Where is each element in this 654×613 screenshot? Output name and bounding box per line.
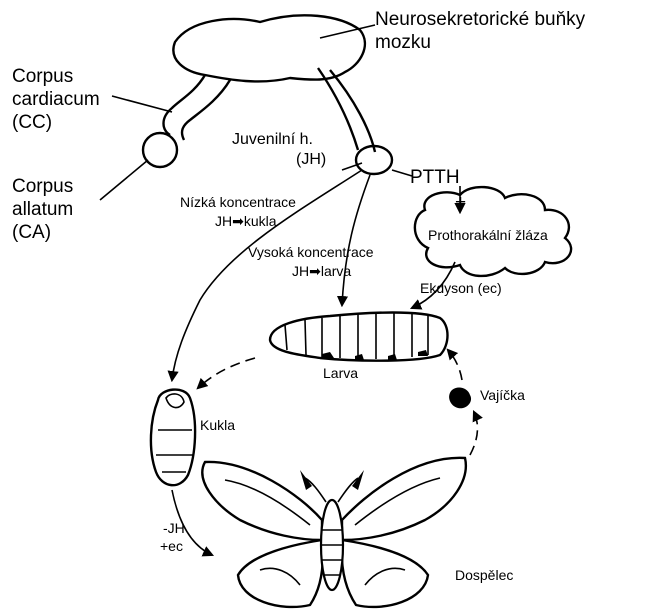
corpus-allatum-shape: [143, 133, 177, 167]
high-concentration-label: Vysoká koncentrace JH➡larva: [248, 244, 377, 279]
ecdysone-label: Ekdyson (ec): [420, 280, 502, 296]
eggs-shape: [449, 388, 471, 409]
pointer-brain: [320, 25, 375, 38]
pointer-ptth: [392, 170, 412, 176]
arrow-larva-to-pupa: [198, 358, 255, 388]
pointer-ca: [100, 160, 148, 200]
ptth-label: PTTH: [410, 167, 460, 188]
ca-label: Corpus allatum (CA): [12, 176, 79, 243]
pupa-label: Kukla: [200, 417, 235, 433]
adult-label: Dospělec: [455, 567, 513, 583]
jh-label: Juvenilní h. (JH): [232, 131, 326, 168]
brain-shape: [173, 15, 365, 81]
pointer-cc: [112, 96, 172, 112]
gland-label: Prothorakální žláza: [428, 227, 548, 243]
plus-sign: +: [455, 192, 466, 213]
pupa-shape: [151, 390, 195, 486]
brain-cells-label: Neurosekretorické buňky mozku: [375, 9, 590, 53]
larva-shape: [270, 313, 448, 361]
arrow-eggs-to-larva: [448, 350, 462, 380]
arrow-adult-to-eggs: [470, 412, 477, 455]
jh-gland-stalk-inner: [330, 70, 375, 152]
cc-inner-outline: [182, 80, 230, 140]
arrow-high-jh-to-larva: [342, 175, 370, 305]
adult-moth-shape: [202, 458, 465, 607]
eggs-label: Vajíčka: [480, 387, 525, 403]
cc-label: Corpus cardiacum (CC): [12, 66, 105, 133]
larva-label: Larva: [323, 365, 358, 381]
transition-label: -JH +ec: [160, 520, 189, 554]
low-concentration-label: Nízká koncentrace JH➡kukla: [180, 194, 300, 229]
